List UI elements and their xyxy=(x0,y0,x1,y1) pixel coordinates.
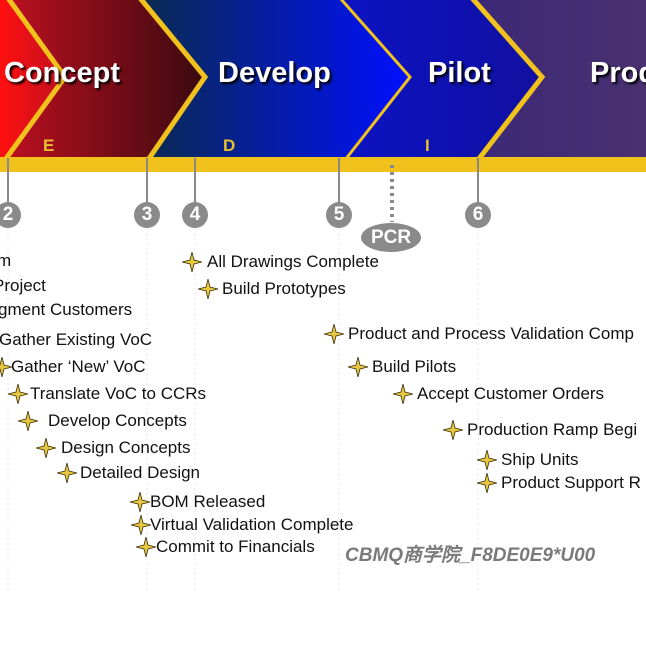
phase-banner xyxy=(0,0,646,590)
milestone-item: Gather Existing VoC xyxy=(0,330,153,349)
milestone-item: Commit to Financials xyxy=(156,537,315,556)
milestone-2: 2 xyxy=(0,202,21,228)
star-icon xyxy=(18,411,38,431)
gate-i: I xyxy=(425,136,430,155)
star-icon xyxy=(198,279,218,299)
milestone-4: 4 xyxy=(182,202,208,228)
watermark: CBMQ商学院_F8DE0E9*U00 xyxy=(345,545,596,566)
milestone-item: All Drawings Complete xyxy=(207,252,379,271)
phase-develop: Develop xyxy=(218,57,331,89)
star-icon xyxy=(443,420,463,440)
phase-prod: Prod xyxy=(590,57,646,89)
star-icon xyxy=(0,357,12,377)
milestone-item: gment Customers xyxy=(0,300,133,319)
milestone-item: Build Prototypes xyxy=(222,279,346,298)
milestone-item: Ship Units xyxy=(501,450,579,469)
milestone-item: BOM Released xyxy=(150,492,266,511)
star-icon xyxy=(57,463,77,483)
pcr-badge: PCR xyxy=(361,223,421,252)
milestone-item: Build Pilots xyxy=(372,357,457,376)
star-icon xyxy=(477,450,497,470)
milestone-item: Production Ramp Begi xyxy=(467,420,638,439)
milestone-item: Product Support R xyxy=(501,473,641,492)
milestone-item: Accept Customer Orders xyxy=(417,384,605,403)
star-icon xyxy=(8,384,28,404)
milestone-item: Develop Concepts xyxy=(48,411,187,430)
star-icon xyxy=(348,357,368,377)
star-icon xyxy=(477,473,497,493)
milestone-item: Project xyxy=(0,276,46,295)
milestone-item: Design Concepts xyxy=(61,438,191,457)
star-icon xyxy=(324,324,344,344)
star-icon xyxy=(131,515,151,535)
milestone-5: 5 xyxy=(326,202,352,228)
gate-e: E xyxy=(43,136,55,155)
star-icon xyxy=(130,492,150,512)
milestone-3: 3 xyxy=(134,202,160,228)
milestone-item: Gather ‘New’ VoC xyxy=(11,357,146,376)
phase-concept: Concept xyxy=(4,57,120,89)
phase-pilot: Pilot xyxy=(428,57,491,89)
milestone-item: Translate VoC to CCRs xyxy=(30,384,207,403)
star-icon xyxy=(182,252,202,272)
milestone-item: Product and Process Validation Comp xyxy=(348,324,635,343)
milestone-item: m xyxy=(0,251,12,270)
star-icon xyxy=(36,438,56,458)
milestone-item: Virtual Validation Complete xyxy=(150,515,354,534)
gate-d: D xyxy=(223,136,236,155)
milestone-item: Detailed Design xyxy=(80,463,201,482)
star-icon xyxy=(393,384,413,404)
milestone-6: 6 xyxy=(465,202,491,228)
star-icon xyxy=(136,537,156,557)
